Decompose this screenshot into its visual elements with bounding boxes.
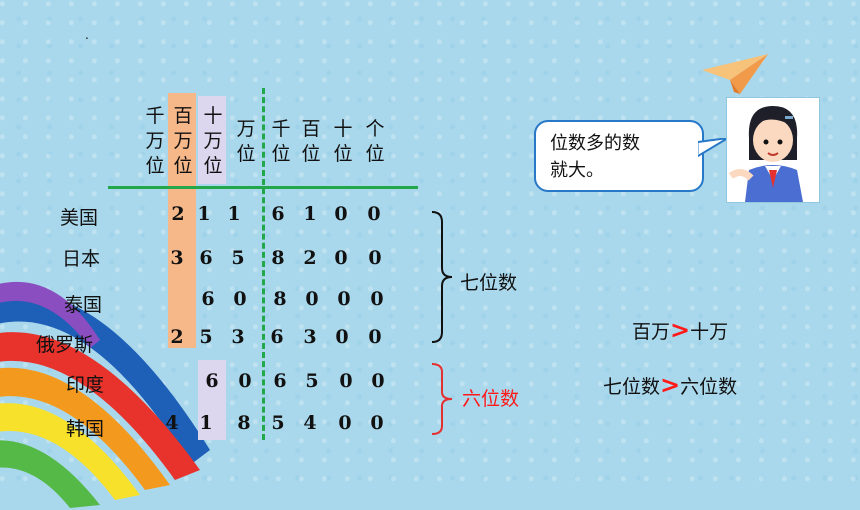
header-6-char-1: 位 [333, 143, 353, 165]
speech-bubble-tail [698, 138, 729, 158]
compare1-left: 百万 [632, 321, 671, 343]
header-2-char-2: 位 [203, 155, 223, 177]
digit-cell: 0 [238, 370, 252, 392]
header-0: 千万位 [142, 104, 168, 179]
digit-cell: 3 [170, 247, 184, 269]
seven-digit-brace [431, 211, 453, 343]
header-2-char-0: 十 [203, 105, 223, 127]
header-2: 十万位 [200, 104, 226, 179]
digit-cell: 3 [231, 326, 245, 348]
seven-digit-label: 七位数 [460, 272, 518, 294]
paper-plane-icon [702, 54, 768, 94]
header-4-char-1: 位 [271, 143, 291, 165]
digit-cell: 0 [305, 288, 319, 310]
country-label: 泰国 [64, 294, 103, 316]
digit-cell: 0 [370, 288, 384, 310]
paint-strokes-decoration [0, 281, 210, 508]
digit-cell: 0 [339, 370, 353, 392]
header-3: 万位 [233, 117, 259, 167]
compare2-right: 六位数 [680, 376, 738, 398]
header-6: 十位 [330, 117, 356, 167]
compare1-right: 十万 [690, 321, 729, 343]
header-1-char-1: 万 [173, 130, 193, 152]
header-7-char-0: 个 [365, 118, 385, 140]
digit-cell: 1 [199, 412, 213, 434]
digit-cell: 0 [334, 247, 348, 269]
speech-line-2: 就大。 [550, 160, 604, 181]
header-3-char-1: 位 [236, 143, 256, 165]
digit-cell: 4 [165, 412, 179, 434]
hundred-thousands-column-highlight-bottom [198, 360, 226, 440]
digit-cell: 0 [368, 326, 382, 348]
digit-cell: 6 [270, 326, 284, 348]
header-7-char-1: 位 [365, 143, 385, 165]
header-5-char-0: 百 [301, 118, 321, 140]
digit-cell: 6 [271, 203, 285, 225]
comparison-millions: 百万>十万 [632, 316, 728, 344]
digit-cell: 0 [338, 412, 352, 434]
millions-column-highlight [168, 93, 196, 348]
country-label: 印度 [66, 374, 105, 396]
digit-cell: 0 [337, 288, 351, 310]
header-6-char-0: 十 [333, 118, 353, 140]
digit-cell: 6 [273, 370, 287, 392]
digit-cell: 4 [303, 412, 317, 434]
country-label: 韩国 [66, 418, 105, 440]
digit-cell: 0 [233, 288, 247, 310]
header-5-char-1: 位 [301, 143, 321, 165]
digit-cell: 6 [199, 247, 213, 269]
header-0-char-0: 千 [145, 105, 165, 127]
girl-avatar [726, 97, 820, 203]
speech-bubble: 位数多的数 就大。 [534, 120, 704, 192]
digit-cell: 0 [335, 326, 349, 348]
greater-than-sign: > [660, 371, 681, 399]
digit-cell: 8 [271, 247, 285, 269]
digit-cell: 5 [305, 370, 319, 392]
digit-cell: 6 [201, 288, 215, 310]
digit-cell: 0 [371, 370, 385, 392]
country-label: 美国 [60, 207, 99, 229]
six-digit-brace [431, 363, 453, 435]
digit-cell: 0 [334, 203, 348, 225]
digit-cell: 2 [170, 326, 184, 348]
header-1-char-2: 位 [173, 155, 193, 177]
digit-cell: 6 [205, 370, 219, 392]
header-4-char-0: 千 [271, 118, 291, 140]
digit-cell: 0 [370, 412, 384, 434]
header-2-char-1: 万 [203, 130, 223, 152]
dot-mark: . [85, 28, 89, 42]
digit-cell: 1 [303, 203, 317, 225]
speech-line-1: 位数多的数 [550, 133, 640, 154]
digit-cell: 1 [197, 203, 211, 225]
digit-cell: 0 [368, 247, 382, 269]
header-1: 百万位 [170, 104, 196, 179]
comparison-digit-count: 七位数>六位数 [603, 371, 737, 399]
greater-than-sign: > [670, 316, 691, 344]
header-3-char-0: 万 [236, 118, 256, 140]
header-0-char-1: 万 [145, 130, 165, 152]
country-label: 日本 [62, 248, 101, 270]
digit-cell: 8 [237, 412, 251, 434]
country-label: 俄罗斯 [36, 334, 94, 356]
header-5: 百位 [298, 117, 324, 167]
header-7: 个位 [362, 117, 388, 167]
digit-cell: 0 [367, 203, 381, 225]
digit-cell: 1 [227, 203, 241, 225]
digit-cell: 5 [271, 412, 285, 434]
hundred-thousands-column-highlight-top [198, 96, 226, 184]
digit-cell: 2 [303, 247, 317, 269]
digit-cell: 2 [171, 203, 185, 225]
digit-cell: 8 [273, 288, 287, 310]
compare2-left: 七位数 [603, 376, 661, 398]
digit-cell: 3 [303, 326, 317, 348]
six-digit-label: 六位数 [462, 388, 520, 410]
ten-thousands-dashed-line [262, 88, 265, 440]
header-4: 千位 [268, 117, 294, 167]
header-1-char-0: 百 [173, 105, 193, 127]
digit-cell: 5 [231, 247, 245, 269]
digit-cell: 5 [199, 326, 213, 348]
header-0-char-2: 位 [145, 155, 165, 177]
